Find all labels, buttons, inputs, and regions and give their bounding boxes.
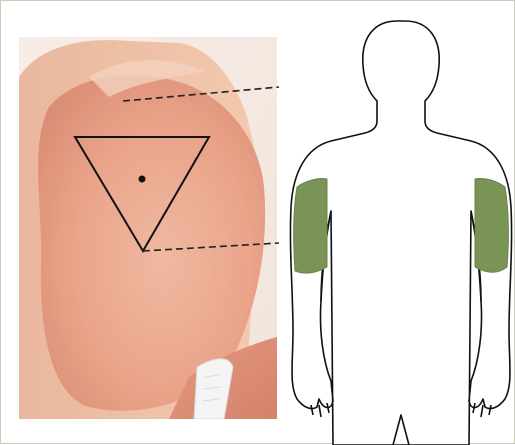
right-arm-injection-region	[475, 178, 508, 272]
leader-line-bottom	[143, 243, 279, 251]
leader-line-top	[123, 87, 279, 101]
left-arm-injection-region	[294, 178, 327, 273]
